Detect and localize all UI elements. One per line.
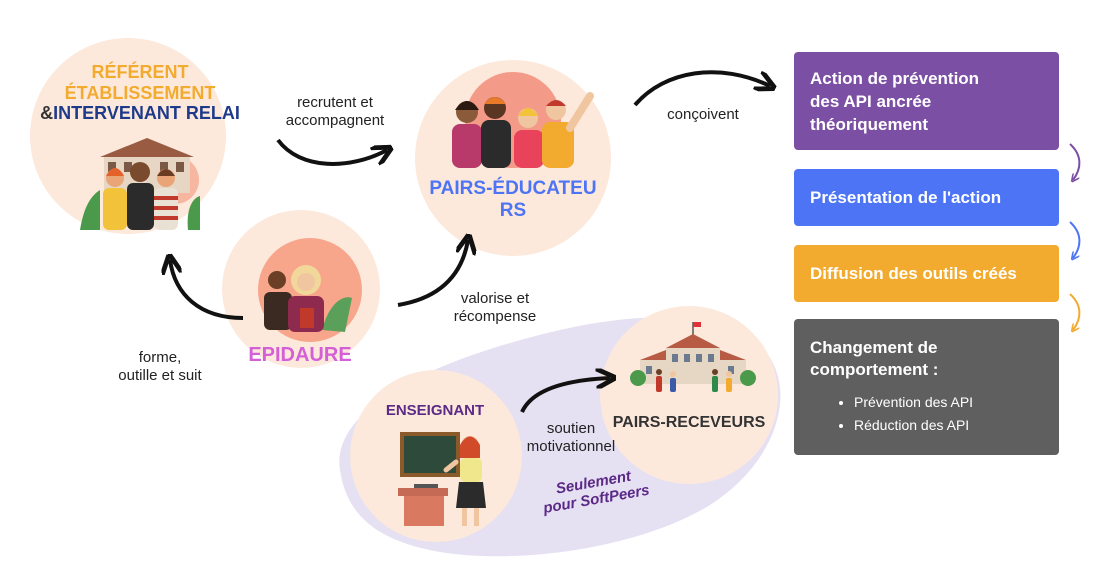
edge-soutien-label: soutien motivationnel xyxy=(516,420,626,456)
step-changement-line1: Changement de xyxy=(810,338,938,357)
step-diffusion-line1: Diffusion des outils créés xyxy=(810,263,1017,283)
pairs-educateurs-label: PAIRS-ÉDUCATEU RS xyxy=(413,178,613,222)
edge-valorise-label: valorise et récompense xyxy=(440,290,550,326)
enseignant-illustration xyxy=(398,432,486,526)
arrow-soutien xyxy=(520,378,610,413)
referent-label: RÉFÉRENT ÉTABLISSEMENT &INTERVENANT RELA… xyxy=(40,62,240,124)
step-changement-bullets: Prévention des API Réduction des API xyxy=(810,391,1059,436)
step-changement-bullet: Prévention des API xyxy=(854,391,1059,413)
referent-amp: & xyxy=(40,103,54,124)
arrow-valorise xyxy=(397,240,468,307)
pairs-educateurs-illustration xyxy=(452,72,594,168)
edge-forme-line1: forme, xyxy=(138,349,182,366)
step-box-presentation: Présentation de l'action xyxy=(794,169,1059,226)
edge-recrutent-label: recrutent et accompagnent xyxy=(270,94,400,130)
edge-forme-label: forme, outille et suit xyxy=(100,349,220,385)
arrow-forme xyxy=(170,260,244,320)
step-action-line2: des API ancrée xyxy=(810,91,932,111)
step-arrow-2 xyxy=(1069,221,1081,258)
step-action-line1: Action de prévention xyxy=(810,69,980,88)
enseignant-label: ENSEIGNANT xyxy=(385,402,485,419)
step-box-diffusion: Diffusion des outils créés xyxy=(794,245,1059,302)
edge-valorise-line2: récompense xyxy=(453,308,537,325)
step-arrow-1 xyxy=(1069,143,1081,180)
referent-line3-wrap: &INTERVENANT RELAI xyxy=(40,103,240,124)
pairs-educateurs-line1: PAIRS-ÉDUCATEU xyxy=(429,178,597,199)
referent-line3: INTERVENANT RELAI xyxy=(53,103,240,124)
pairs-educateurs-line2: RS xyxy=(499,199,527,221)
edge-concoivent-label: conçoivent xyxy=(667,106,739,123)
edge-valorise-line1: valorise et xyxy=(460,290,530,307)
epidaure-illustration xyxy=(258,238,362,342)
epidaure-label: EPIDAURE xyxy=(248,344,352,366)
edge-forme-line2: outille et suit xyxy=(118,367,202,384)
step-box-changement: Changement de comportement : Prévention … xyxy=(794,319,1059,455)
pairs-receveurs-label: PAIRS-RECEVEURS xyxy=(612,414,766,431)
pairs-receveurs-illustration xyxy=(630,322,756,392)
referent-illustration xyxy=(80,138,200,230)
step-arrow-3 xyxy=(1069,293,1081,330)
pairs-receveurs-circle xyxy=(600,306,778,484)
step-action-line3: théoriquement xyxy=(810,114,929,134)
referent-line1: RÉFÉRENT xyxy=(91,62,189,82)
edge-soutien-line2: motivationnel xyxy=(526,438,616,455)
edge-recrutent-line1: recrutent et xyxy=(297,94,373,111)
edge-recrutent-line2: accompagnent xyxy=(285,112,385,129)
arrow-recrutent xyxy=(276,138,387,166)
step-changement-bullet: Réduction des API xyxy=(854,414,1059,436)
step-changement-line2: comportement : xyxy=(810,360,939,380)
step-presentation-line1: Présentation de l'action xyxy=(810,187,1002,207)
arrow-concoivent xyxy=(633,70,770,107)
step-box-action: Action de prévention des API ancrée théo… xyxy=(794,52,1059,150)
referent-line2: ÉTABLISSEMENT xyxy=(64,82,216,103)
edge-soutien-line1: soutien xyxy=(546,420,596,437)
